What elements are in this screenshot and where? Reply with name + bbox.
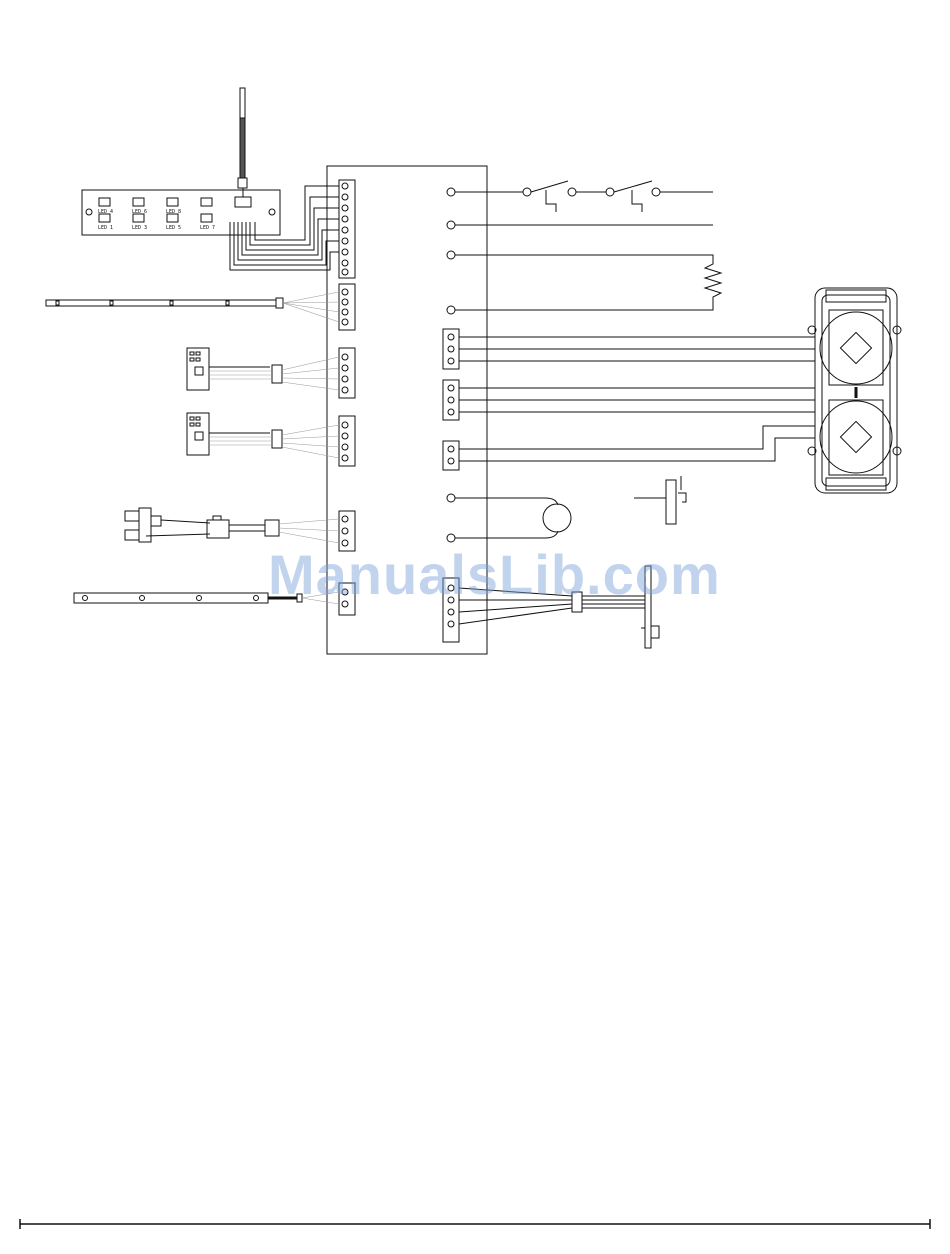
display-ribbon-cable (238, 88, 247, 197)
display-to-board-wires (230, 186, 339, 270)
sensor-board-1 (187, 348, 282, 390)
thermal-switch-circuit (455, 181, 713, 212)
display-key-label: LED 7 (200, 225, 215, 231)
led-light-strip (46, 298, 283, 308)
display-key-label: LED 6 (132, 209, 147, 215)
display-key-label: LED 5 (166, 225, 181, 231)
display-key-label: LED 8 (166, 209, 181, 215)
watermark: ManualsLib.com (268, 542, 721, 607)
fan-assembly (808, 288, 901, 493)
temperature-probe (634, 476, 686, 524)
door-switch-assembly (125, 508, 279, 542)
heater-element (455, 255, 721, 310)
display-key-label: LED 1 (98, 225, 113, 231)
footer-rule (20, 1219, 930, 1229)
sensor-board-2 (187, 413, 282, 455)
display-key-label: LED 3 (132, 225, 147, 231)
fan-wires (459, 337, 815, 461)
display-key-label: LED 4 (98, 209, 113, 215)
